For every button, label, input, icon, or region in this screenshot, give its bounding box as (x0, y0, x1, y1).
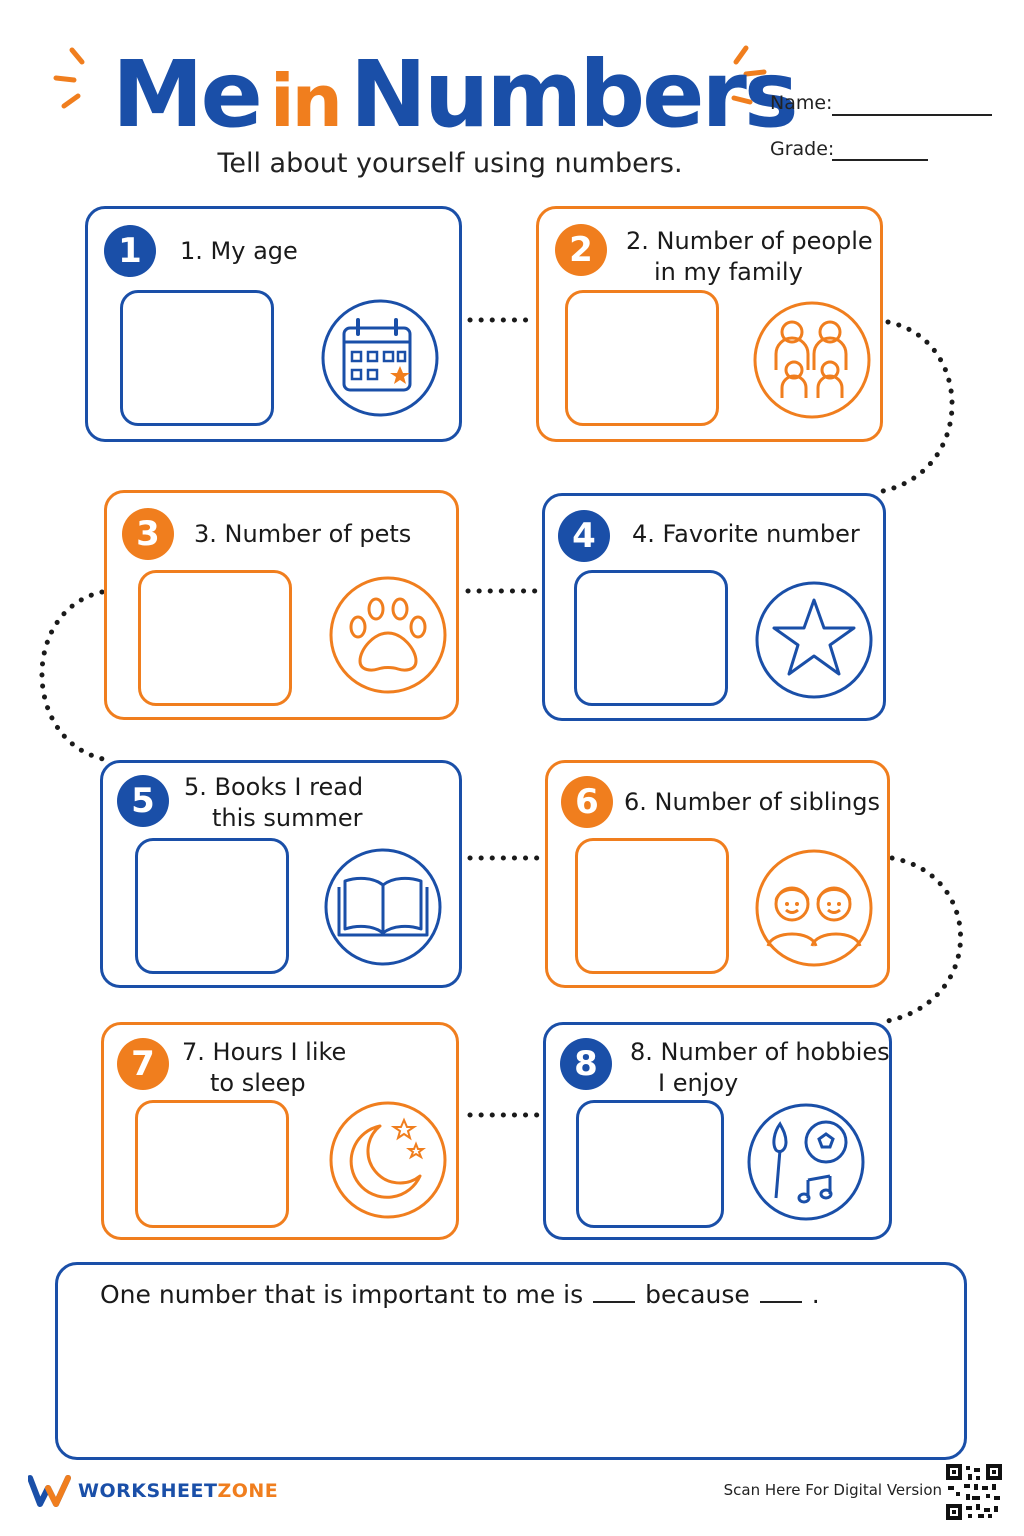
title-numbers: Numbers (349, 41, 799, 148)
name-label: Name: (770, 92, 833, 114)
title-me: Me (112, 41, 263, 148)
star-icon (755, 581, 873, 699)
number-badge-2: 2 (555, 224, 607, 276)
card-label-5-line1: 5. Books I read (184, 773, 364, 801)
blank-reason[interactable] (759, 1301, 802, 1303)
subtitle: Tell about yourself using numbers. (217, 148, 683, 179)
card-label-8: 8. Number of hobbies I enjoy (630, 1037, 890, 1099)
answer-box-3[interactable] (138, 570, 292, 706)
grade-field[interactable] (832, 159, 928, 161)
answer-box-8[interactable] (576, 1100, 724, 1228)
answer-box-6[interactable] (575, 838, 729, 974)
card-label-6: 6. Number of siblings (624, 787, 880, 818)
number-badge-3: 3 (122, 508, 174, 560)
card-label-6-line1: 6. Number of siblings (624, 788, 881, 816)
number-badge-8: 8 (560, 1038, 612, 1090)
name-field[interactable] (832, 114, 992, 116)
card-label-7-line2: to sleep (210, 1069, 306, 1097)
number-badge-7: 7 (117, 1038, 169, 1090)
card-label-8-line2: I enjoy (658, 1069, 739, 1097)
card-label-3-line1: 3. Number of pets (194, 520, 412, 548)
siblings-icon (755, 849, 873, 967)
card-label-4-line1: 4. Favorite number (632, 520, 860, 548)
qr-code-icon[interactable] (946, 1464, 1002, 1520)
reflection-prompt: One number that is important to me is bec… (100, 1280, 820, 1309)
card-label-8-line1: 8. Number of hobbies (630, 1038, 890, 1066)
card-label-5-line2: this summer (212, 804, 363, 832)
card-label-7-line1: 7. Hours I like (182, 1038, 347, 1066)
hobbies-icon (747, 1103, 865, 1221)
worksheetzone-logo-icon (28, 1475, 71, 1507)
prompt-part3: . (811, 1280, 820, 1309)
answer-box-4[interactable] (574, 570, 728, 706)
card-label-2: 2. Number of people in my family (626, 226, 873, 288)
calendar-icon (321, 299, 439, 417)
card-label-4: 4. Favorite number (632, 519, 860, 550)
book-icon (324, 848, 442, 966)
answer-box-2[interactable] (565, 290, 719, 426)
answer-box-1[interactable] (120, 290, 274, 426)
answer-box-5[interactable] (135, 838, 289, 974)
paw-icon (329, 576, 447, 694)
card-label-3: 3. Number of pets (194, 519, 411, 550)
sparkle-right-icon (731, 45, 767, 105)
number-badge-1: 1 (104, 225, 156, 277)
prompt-part2: because (645, 1280, 750, 1309)
moon-icon (329, 1101, 447, 1219)
number-badge-6: 6 (561, 776, 613, 828)
title-in: in (269, 59, 343, 143)
card-label-7: 7. Hours I like to sleep (182, 1037, 346, 1099)
card-label-1: 1. My age (180, 236, 298, 267)
card-label-2-line2: in my family (654, 258, 803, 286)
card-label-5: 5. Books I read this summer (184, 772, 363, 834)
number-badge-4: 4 (558, 510, 610, 562)
prompt-part1: One number that is important to me is (100, 1280, 584, 1309)
brand-part1: WORKSHEET (78, 1480, 218, 1502)
blank-number[interactable] (593, 1301, 636, 1303)
scan-text: Scan Here For Digital Version (723, 1481, 942, 1499)
reflection-box[interactable] (55, 1262, 967, 1460)
brand-part2: ZONE (217, 1480, 279, 1502)
grade-label: Grade: (770, 138, 835, 160)
answer-box-7[interactable] (135, 1100, 289, 1228)
card-label-2-line1: 2. Number of people (626, 227, 873, 255)
family-icon (753, 301, 871, 419)
brand-name: WORKSHEETZONE (78, 1480, 278, 1502)
card-label-1-line1: 1. My age (180, 237, 298, 265)
number-badge-5: 5 (117, 775, 169, 827)
sparkle-left-icon (53, 47, 85, 109)
